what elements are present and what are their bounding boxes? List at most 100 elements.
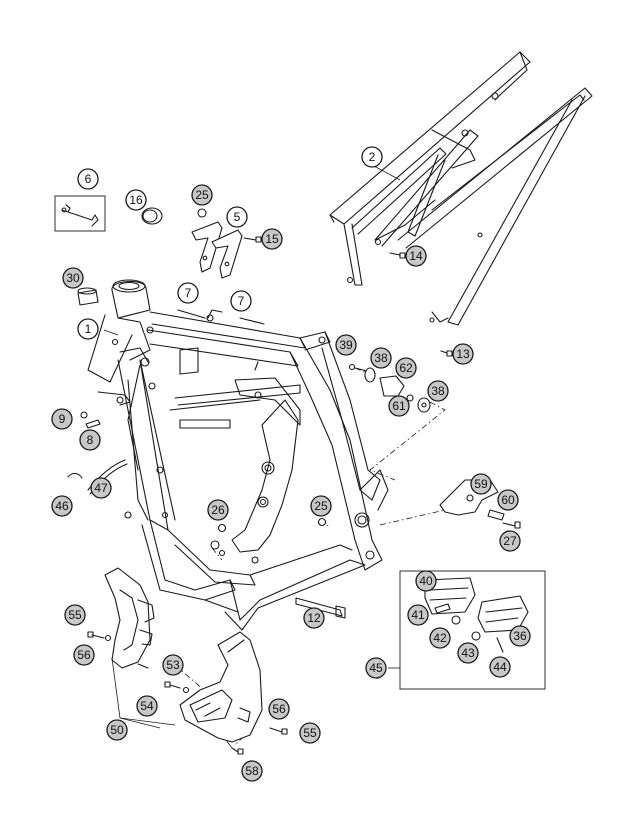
svg-text:15: 15 (265, 232, 279, 246)
svg-text:14: 14 (409, 249, 423, 263)
callout-55-left: 55 (64, 604, 86, 626)
svg-text:39: 39 (339, 338, 353, 352)
svg-text:45: 45 (369, 661, 383, 675)
callout-25-top: 25 (191, 184, 213, 206)
svg-text:12: 12 (307, 611, 321, 625)
svg-text:62: 62 (399, 361, 413, 375)
callout-36: 36 (509, 625, 531, 647)
callout-62: 62 (395, 357, 417, 379)
svg-text:61: 61 (392, 399, 406, 413)
svg-text:9: 9 (59, 412, 66, 426)
callout-13: 13 (452, 343, 474, 365)
callout-27: 27 (499, 530, 521, 552)
svg-text:56: 56 (272, 702, 286, 716)
svg-text:47: 47 (94, 481, 108, 495)
svg-text:43: 43 (461, 646, 475, 660)
callout-43: 43 (457, 642, 479, 664)
main-frame (87, 279, 389, 631)
svg-text:5: 5 (234, 210, 241, 224)
svg-text:55: 55 (303, 726, 317, 740)
callout-50: 50 (106, 719, 128, 741)
callout-55-right: 55 (299, 722, 321, 744)
callout-56-right: 56 (268, 698, 290, 720)
svg-text:56: 56 (77, 648, 91, 662)
bolt-8-nut-9 (80, 411, 101, 429)
callout-44: 44 (489, 656, 511, 678)
svg-text:25: 25 (195, 188, 209, 202)
bracket-5 (191, 208, 262, 279)
callout-7-right: 7 (230, 290, 252, 312)
cap-16 (141, 207, 163, 225)
callout-12: 12 (303, 607, 325, 629)
svg-text:30: 30 (66, 271, 80, 285)
svg-text:60: 60 (501, 493, 515, 507)
callout-58: 58 (241, 760, 263, 782)
callout-45: 45 (365, 657, 387, 679)
frame-guard-left (87, 567, 155, 669)
callout-16: 16 (125, 189, 147, 211)
bolt-13-14 (389, 252, 453, 357)
callout-41: 41 (407, 604, 429, 626)
callout-61: 61 (388, 395, 410, 417)
callout-53: 53 (162, 654, 184, 676)
svg-text:7: 7 (238, 294, 245, 308)
svg-text:42: 42 (433, 631, 447, 645)
svg-text:58: 58 (245, 764, 259, 778)
svg-text:2: 2 (369, 150, 376, 164)
callout-5: 5 (226, 206, 248, 228)
svg-text:25: 25 (314, 499, 328, 513)
svg-text:44: 44 (493, 660, 507, 674)
svg-text:13: 13 (456, 347, 470, 361)
svg-text:1: 1 (85, 322, 92, 336)
callout-2: 2 (361, 146, 383, 168)
svg-text:16: 16 (129, 193, 143, 207)
callout-25-right: 25 (310, 495, 332, 517)
svg-text:27: 27 (503, 534, 517, 548)
callout-54: 54 (136, 695, 158, 717)
svg-text:6: 6 (85, 172, 92, 186)
callouts: 1 2 5 6 7 7 8 9 12 13 14 15 16 25 25 26 … (51, 146, 531, 782)
callout-8: 8 (79, 429, 101, 451)
svg-text:50: 50 (110, 723, 124, 737)
callout-40: 40 (415, 570, 437, 592)
callout-1: 1 (77, 318, 99, 340)
rear-subframe (329, 51, 593, 326)
svg-text:8: 8 (87, 433, 94, 447)
callout-30: 30 (62, 267, 84, 289)
svg-text:36: 36 (513, 629, 527, 643)
svg-text:46: 46 (55, 499, 69, 513)
callout-60: 60 (497, 489, 519, 511)
cable-kit-6 (54, 195, 106, 232)
callout-7-left: 7 (177, 282, 199, 304)
callout-26: 26 (207, 499, 229, 521)
callout-39: 39 (335, 334, 357, 356)
nuts-26-25 (217, 517, 327, 533)
callout-38-top: 38 (370, 347, 392, 369)
svg-text:38: 38 (431, 384, 445, 398)
footpeg-kit-45 (399, 570, 546, 690)
bearing-30 (77, 287, 99, 306)
svg-text:59: 59 (474, 477, 488, 491)
long-bolt-12 (295, 597, 346, 619)
svg-text:55: 55 (68, 608, 82, 622)
callout-9: 9 (51, 408, 73, 430)
svg-text:7: 7 (185, 286, 192, 300)
callout-56-left: 56 (73, 644, 95, 666)
svg-text:41: 41 (411, 608, 425, 622)
callout-42: 42 (429, 627, 451, 649)
svg-text:26: 26 (211, 503, 225, 517)
callout-59: 59 (470, 473, 492, 495)
svg-text:40: 40 (419, 574, 433, 588)
frame-guard-right (164, 631, 288, 755)
callout-46: 46 (51, 495, 73, 517)
stickers-7 (177, 309, 265, 325)
callout-15: 15 (261, 228, 283, 250)
svg-text:38: 38 (374, 351, 388, 365)
callout-6: 6 (77, 168, 99, 190)
svg-text:54: 54 (140, 699, 154, 713)
engine-mount-hardware (348, 363, 431, 413)
callout-38-right: 38 (427, 380, 449, 402)
svg-text:53: 53 (166, 658, 180, 672)
callout-47: 47 (90, 477, 112, 499)
